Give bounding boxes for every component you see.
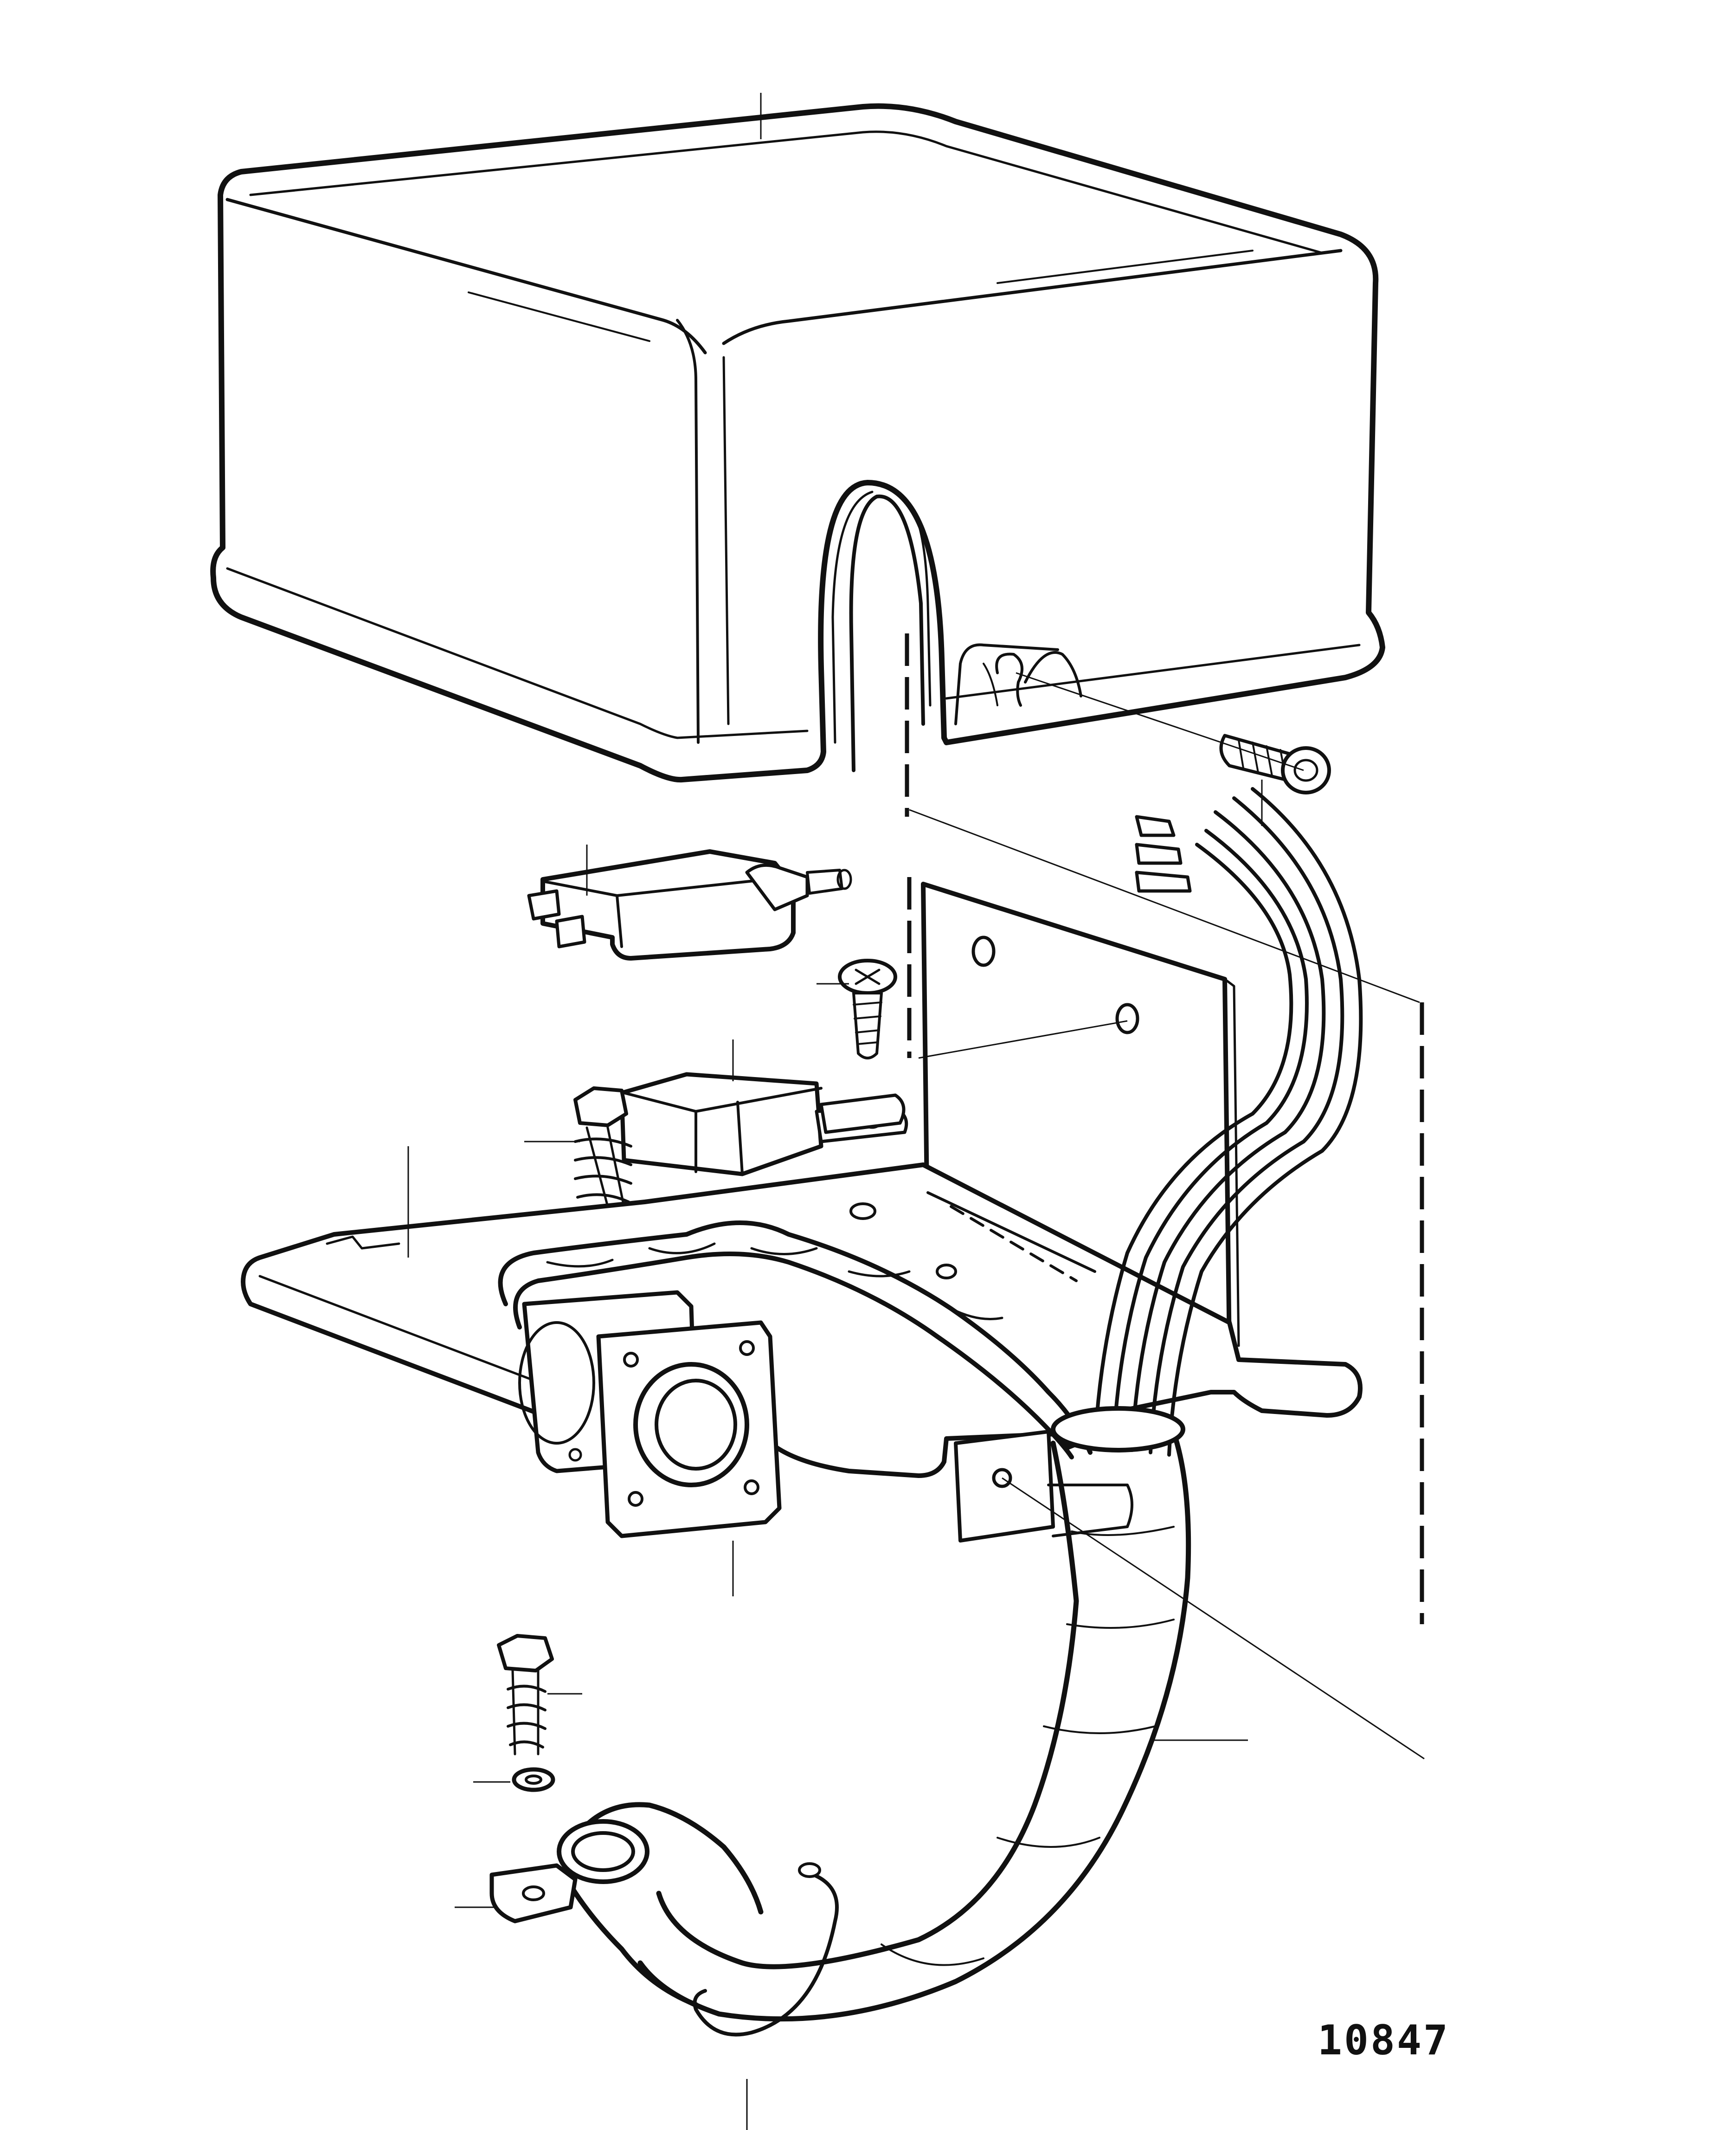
callout-leader-lines — [407, 93, 1263, 2130]
assembly-lines — [905, 633, 1425, 1760]
cover-screw — [1219, 734, 1331, 794]
cable-clamp-tab — [954, 1430, 1133, 1543]
connector-flange — [518, 1290, 782, 1538]
p-clamp-assembly — [489, 1634, 839, 2037]
base-plate-bracket — [241, 882, 1363, 1478]
relay-unit — [619, 1072, 908, 1176]
bracket-screw — [838, 959, 897, 1059]
control-module — [527, 849, 852, 961]
cover-housing — [210, 103, 1385, 783]
figure-reference-number: 10847 — [1318, 2016, 1450, 2064]
wire-harness — [498, 787, 1363, 2022]
